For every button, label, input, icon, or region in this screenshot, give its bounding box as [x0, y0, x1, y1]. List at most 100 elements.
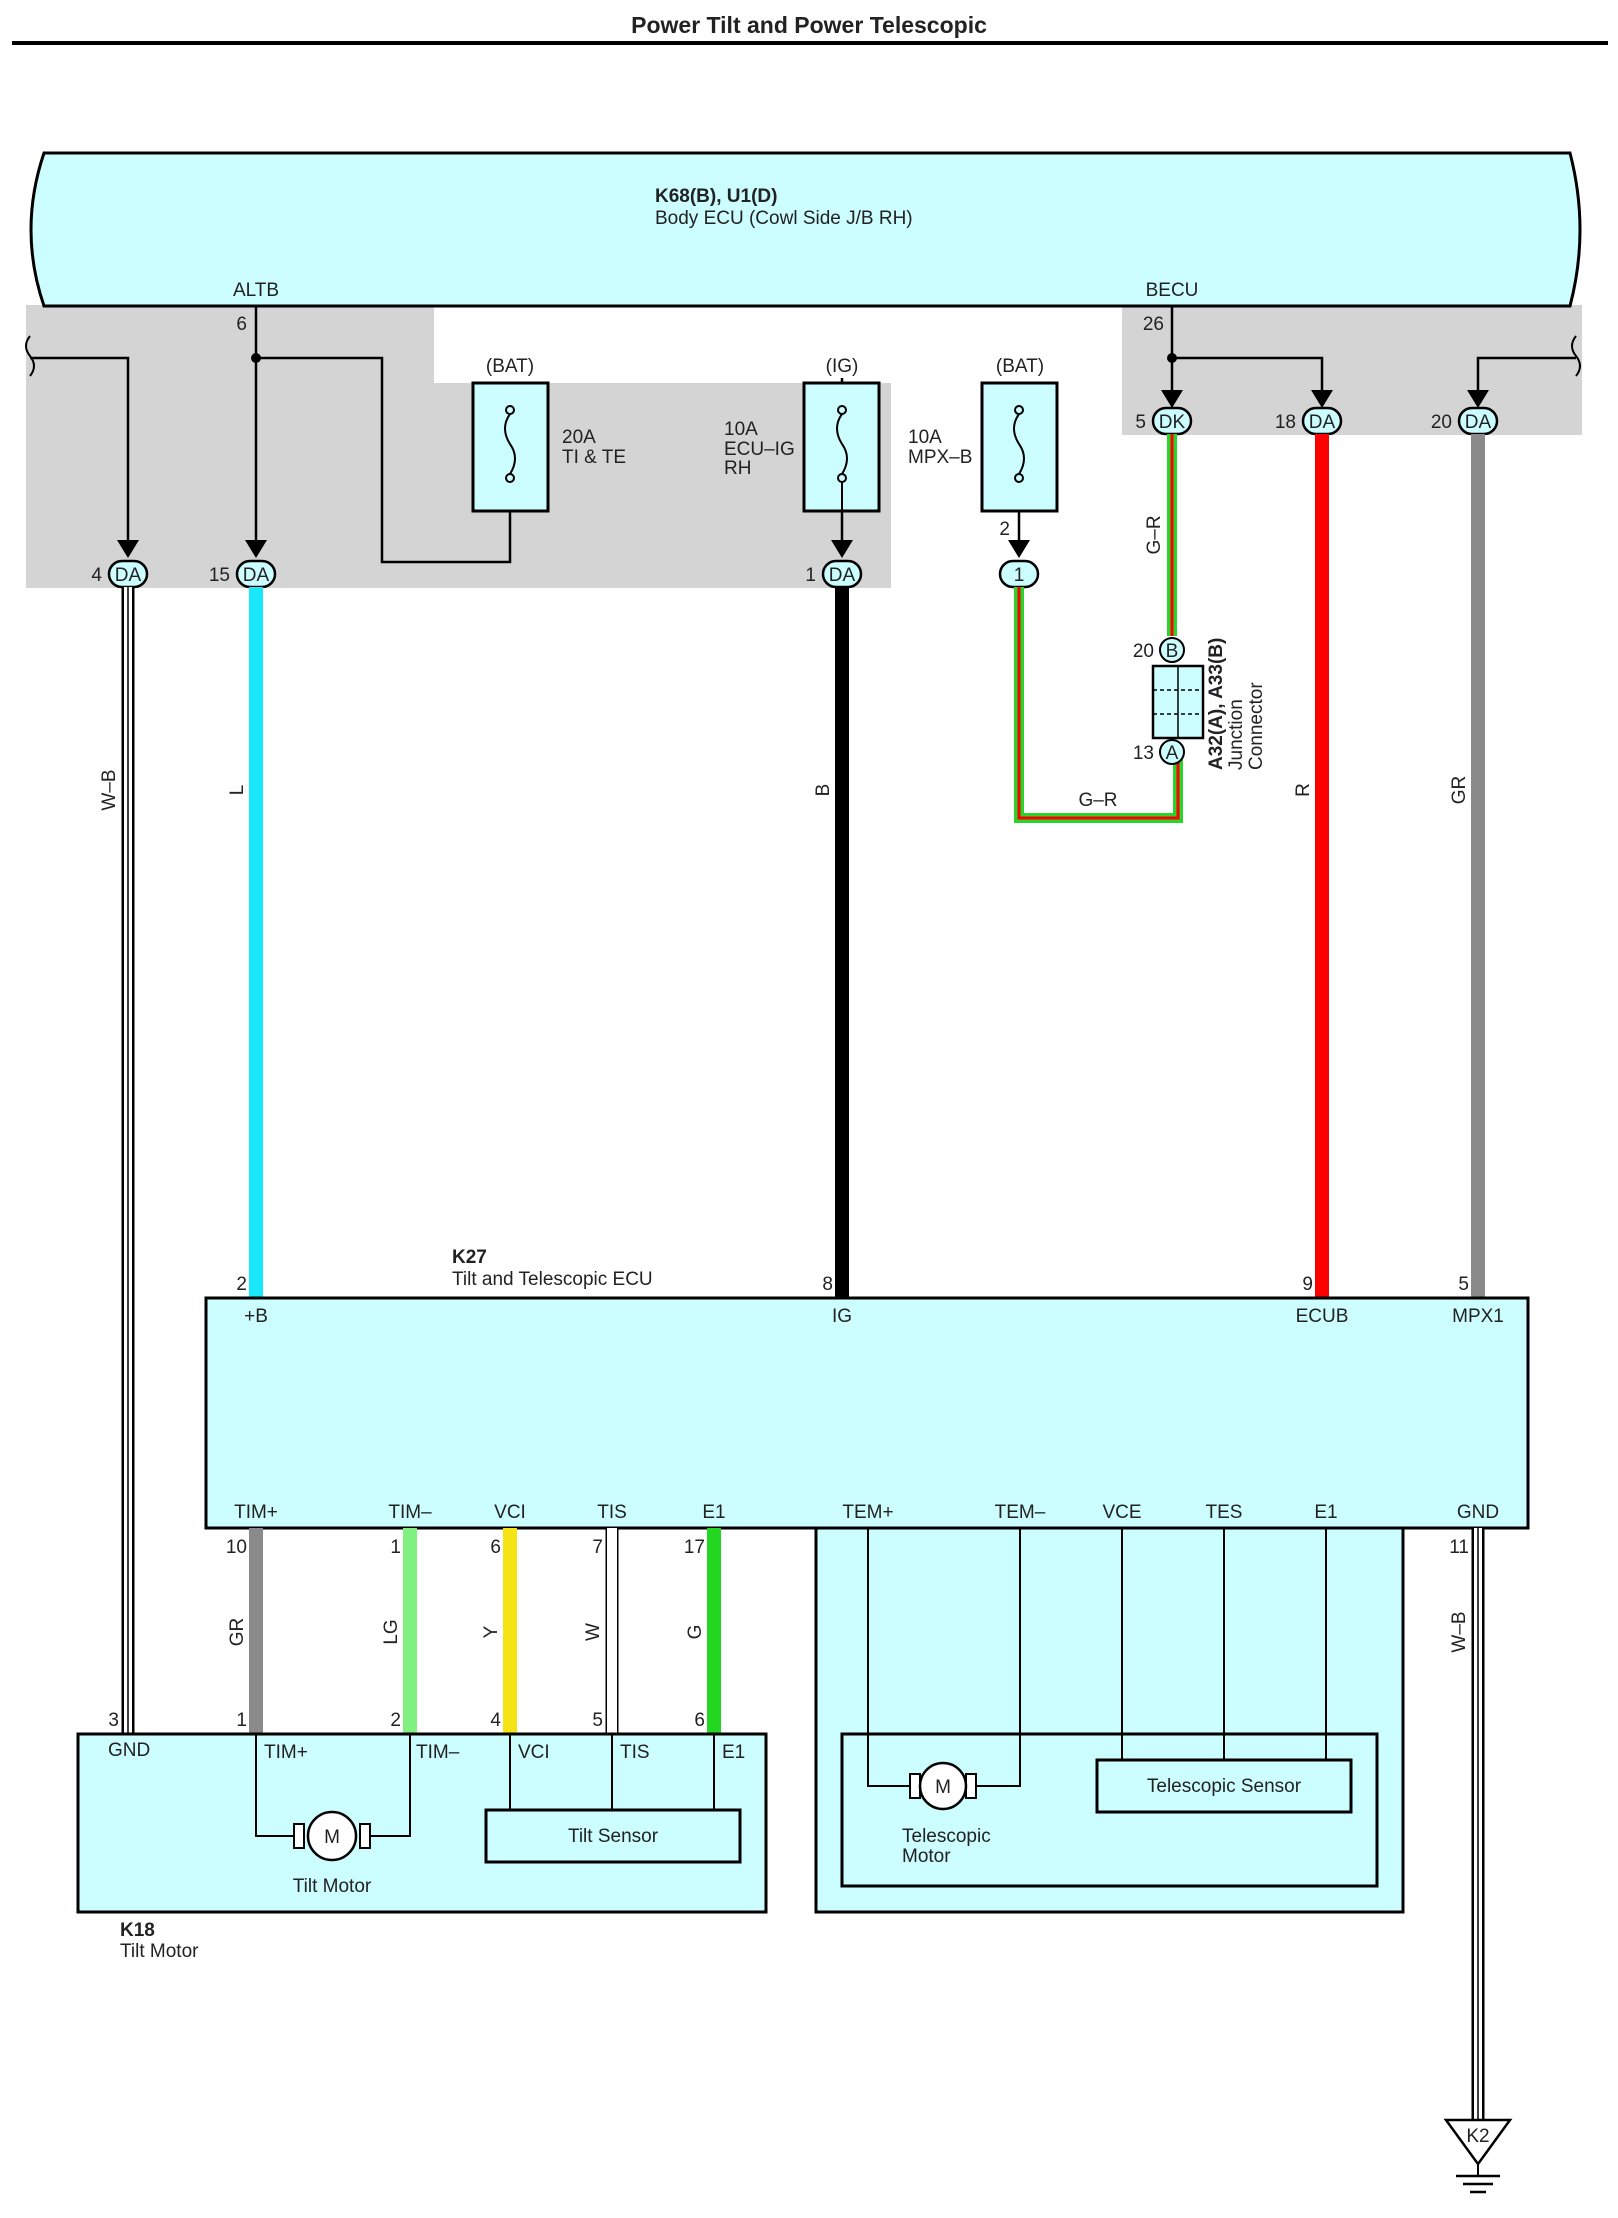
- svg-text:IG: IG: [832, 1306, 852, 1327]
- pin-becu-number: 26: [1143, 314, 1164, 335]
- fuse-ecu-ig-rh: (IG) 10A ECU–IG RH: [724, 356, 881, 513]
- svg-text:1: 1: [236, 1710, 247, 1731]
- svg-text:17: 17: [684, 1537, 705, 1558]
- break-mark-right: [1571, 335, 1581, 377]
- svg-text:2: 2: [390, 1710, 401, 1731]
- svg-text:TIM–: TIM–: [416, 1742, 460, 1763]
- wire-label-w-b: W–B: [99, 769, 120, 810]
- svg-text:5: 5: [592, 1710, 603, 1731]
- svg-text:5: 5: [1135, 412, 1146, 433]
- svg-text:W–B: W–B: [1449, 1611, 1470, 1652]
- svg-text:+B: +B: [244, 1306, 268, 1327]
- svg-text:1: 1: [805, 565, 816, 586]
- svg-text:DA: DA: [115, 565, 142, 586]
- svg-text:15: 15: [209, 565, 230, 586]
- svg-text:TEM+: TEM+: [842, 1502, 893, 1523]
- wire-label-gr: GR: [1449, 776, 1470, 805]
- svg-text:18: 18: [1275, 412, 1296, 433]
- svg-text:(BAT): (BAT): [486, 356, 534, 377]
- svg-text:K27: K27: [452, 1247, 487, 1268]
- fuse-mpx-pin: 2: [999, 519, 1010, 540]
- pin-altb-number: 6: [236, 314, 247, 335]
- svg-text:RH: RH: [724, 458, 751, 479]
- svg-text:M: M: [324, 1827, 340, 1848]
- svg-text:DA: DA: [829, 565, 856, 586]
- svg-text:8: 8: [822, 1274, 833, 1295]
- svg-text:TIM+: TIM+: [234, 1502, 278, 1523]
- svg-text:TEM–: TEM–: [995, 1502, 1046, 1523]
- telescopic-sensor-box: [1095, 1758, 1353, 1814]
- wire-label-b: B: [813, 784, 834, 797]
- svg-text:10A: 10A: [724, 419, 758, 440]
- svg-text:GND: GND: [1457, 1502, 1499, 1523]
- body-ecu-code: K68(B), U1(D): [655, 186, 777, 207]
- svg-text:VCI: VCI: [494, 1502, 526, 1523]
- svg-text:E1: E1: [1314, 1502, 1337, 1523]
- svg-text:TIS: TIS: [597, 1502, 627, 1523]
- pin-altb-label: ALTB: [233, 280, 279, 301]
- svg-text:ECUB: ECUB: [1296, 1306, 1349, 1327]
- wire-label-g-r-vertical: G–R: [1144, 515, 1165, 554]
- svg-text:B: B: [1166, 641, 1179, 662]
- ground-k2: K2: [1443, 2118, 1513, 2194]
- svg-text:K2: K2: [1466, 2126, 1489, 2147]
- connector-18-da: DA 18: [1275, 406, 1343, 436]
- svg-text:DA: DA: [1309, 412, 1336, 433]
- svg-text:TIM+: TIM+: [264, 1742, 308, 1763]
- svg-text:VCE: VCE: [1102, 1502, 1141, 1523]
- k27-bottom-wire-labels: GR LG Y W G W–B: [227, 1611, 1470, 1652]
- splice-altb: [251, 353, 261, 363]
- svg-text:TI & TE: TI & TE: [562, 447, 626, 468]
- telescopic-motor-label-2: Motor: [902, 1846, 951, 1867]
- svg-text:1: 1: [390, 1537, 401, 1558]
- svg-text:9: 9: [1302, 1274, 1313, 1295]
- connector-arrows: [117, 390, 1489, 558]
- svg-text:DA: DA: [243, 565, 270, 586]
- wire-label-l: L: [227, 785, 248, 796]
- svg-text:DK: DK: [1159, 412, 1186, 433]
- telescopic-motor-icon: M: [909, 1761, 977, 1811]
- svg-text:4: 4: [490, 1710, 501, 1731]
- connector-1-da: DA 1: [805, 559, 863, 589]
- break-mark-left: [25, 335, 35, 377]
- junction-connector: B A 20 13 A32(A), A33(B) Junction Connec…: [1133, 637, 1267, 770]
- k27-ecu-box: K27 Tilt and Telescopic ECU 2 +B 8 IG 9 …: [204, 1247, 1530, 1530]
- svg-text:(IG): (IG): [826, 356, 859, 377]
- connector-mpx-1: 1: [998, 559, 1040, 589]
- svg-text:1: 1: [1014, 565, 1025, 586]
- svg-text:W: W: [583, 1623, 604, 1641]
- junction-name-2: Connector: [1246, 682, 1267, 770]
- diagram-title: Power Tilt and Power Telescopic: [631, 12, 987, 38]
- svg-text:LG: LG: [381, 1619, 402, 1644]
- wire-g-r-loop: [1014, 587, 1183, 823]
- connector-15-da: DA 15: [209, 559, 277, 589]
- svg-text:3: 3: [108, 1710, 119, 1731]
- svg-text:TES: TES: [1206, 1502, 1243, 1523]
- svg-text:13: 13: [1133, 743, 1154, 764]
- svg-text:G: G: [685, 1625, 706, 1640]
- svg-text:Tilt and Telescopic ECU: Tilt and Telescopic ECU: [452, 1269, 653, 1290]
- splice-becu: [1167, 353, 1177, 363]
- svg-text:TIS: TIS: [620, 1742, 650, 1763]
- junction-name-1: Junction: [1226, 699, 1247, 770]
- svg-text:20: 20: [1133, 641, 1154, 662]
- body-ecu-box: K68(B), U1(D) Body ECU (Cowl Side J/B RH…: [29, 151, 1582, 308]
- svg-text:20: 20: [1431, 412, 1452, 433]
- svg-text:4: 4: [91, 565, 102, 586]
- body-ecu-name: Body ECU (Cowl Side J/B RH): [655, 208, 913, 229]
- svg-text:E1: E1: [702, 1502, 725, 1523]
- k27-bottom-pin-numbers: 10 1 6 7 17 11: [226, 1537, 1469, 1558]
- svg-text:10: 10: [226, 1537, 247, 1558]
- svg-text:MPX1: MPX1: [1452, 1306, 1504, 1327]
- svg-text:Y: Y: [481, 1625, 502, 1638]
- fuse-ti-te: (BAT) 20A TI & TE: [471, 356, 626, 513]
- svg-text:GND: GND: [108, 1740, 150, 1761]
- svg-text:TIM–: TIM–: [388, 1502, 432, 1523]
- tilt-sensor-box: [484, 1808, 742, 1864]
- k18-code: K18: [120, 1920, 155, 1941]
- junction-block-area: [26, 305, 1582, 588]
- svg-text:(BAT): (BAT): [996, 356, 1044, 377]
- connector-5-dk: DK 5: [1135, 406, 1193, 436]
- svg-text:6: 6: [694, 1710, 705, 1731]
